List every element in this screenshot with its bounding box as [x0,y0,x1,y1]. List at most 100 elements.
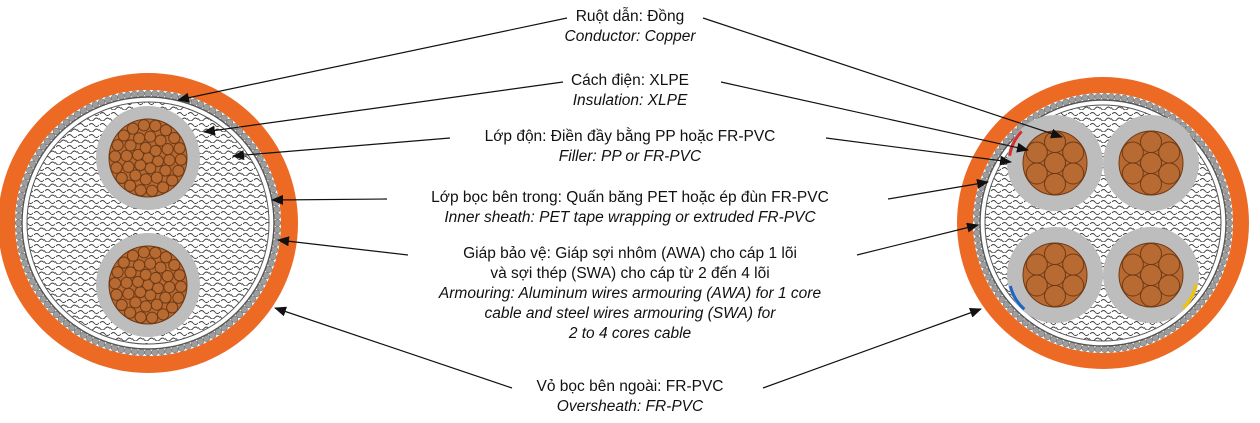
armour-wire [68,324,76,332]
armour-wire [1209,156,1217,164]
armour-wire [151,90,159,98]
armour-wire [39,295,47,303]
armour-wire [272,239,280,247]
strand [144,130,157,143]
label-filler: Lớp độn: Điền đầy bằng PP hoặc FR-PVC Fi… [380,127,880,167]
armour-wire [73,328,82,336]
strand [1044,173,1066,195]
armour-wire [1062,340,1070,348]
strand [1044,264,1066,286]
armour-wire [240,132,248,140]
strand [115,298,128,312]
armour-wire [1114,93,1122,101]
armour-wire [48,132,56,140]
armour-wire [1038,330,1046,338]
strand [110,288,123,301]
armour-wire [1127,96,1135,104]
strand [161,143,174,156]
armour-wire [1221,252,1229,259]
four-core-cable [957,77,1249,369]
armour-wire [15,232,23,241]
armour-wire [236,127,244,135]
armour-wire [1081,94,1089,102]
strand [1121,253,1144,276]
armour-wire [43,300,51,309]
strand [1140,264,1162,286]
strand [129,296,142,309]
strand [166,301,179,314]
strand [1121,274,1144,297]
strand [154,261,167,274]
armour-wire [151,348,159,356]
strand [1062,141,1085,164]
strand [144,289,157,302]
armour-wire [1224,239,1232,247]
armour-wire [164,91,172,99]
strand [115,171,128,185]
armour-wire [1101,93,1109,100]
armour-wire [1205,287,1213,295]
armour-wire [973,209,981,217]
armour-wire [117,346,125,354]
strand [174,280,188,293]
armour-wire [1223,193,1231,201]
armour-wire [220,114,228,122]
filler-left [26,101,270,345]
armour-wire [1120,344,1128,352]
armour-wire [1179,317,1187,325]
strand [139,141,152,154]
strand [1140,173,1162,195]
armour-wire [974,235,982,243]
armour-wire [1194,135,1201,143]
armour-wire [1101,346,1109,353]
armour-wire [144,89,152,98]
armour-wire [253,289,261,298]
armour-wire [17,246,25,254]
armour-wire [43,137,51,146]
label-inner-sheath-en: Inner sheath: PET tape wrapping or extru… [444,209,816,226]
strand [117,129,130,142]
armour-wire [1225,232,1233,240]
core-1 [1007,115,1103,211]
armour-wire [1189,308,1197,316]
armour-wire [137,90,145,98]
armour-wire [1226,219,1233,227]
strand [1158,274,1181,297]
strand [134,159,147,172]
strand [108,277,122,290]
armour-wire [157,90,166,98]
armour-wire [1184,312,1192,320]
armour-wire [1194,303,1201,311]
armour-wire [117,92,125,100]
leader-filler-left [232,137,451,161]
armour-wire [236,311,244,319]
strand [154,134,167,147]
strand [1158,162,1181,185]
strand [110,161,123,174]
armour-wire [1094,93,1102,101]
armour-wire [1174,321,1182,329]
armour-wire [240,306,248,314]
armour-wire [273,232,281,241]
armour-wire [1223,245,1231,253]
armour-wire [1225,212,1233,220]
armour-wire [1202,293,1210,301]
armour-wire [998,296,1006,303]
strand [1025,141,1048,164]
armour-wire [994,290,1002,298]
armour-wire [130,90,139,98]
armour-wire [976,190,984,198]
strand [1121,162,1144,185]
cores-right [1007,115,1199,323]
armour-wire [1068,342,1076,350]
strand [134,286,147,299]
label-conductor: Ruột dẫn: Đồng Conductor: Copper [380,7,880,47]
armour-wire [1011,310,1019,318]
label-filler-vi: Lớp độn: Điền đầy bằng PP hoặc FR-PVC [484,128,776,145]
leader-conductor-left [177,17,568,103]
armour-wire [1224,199,1232,207]
core-color-mark [1181,283,1198,310]
armour-wire [171,346,179,354]
armour-wire [1088,93,1095,101]
